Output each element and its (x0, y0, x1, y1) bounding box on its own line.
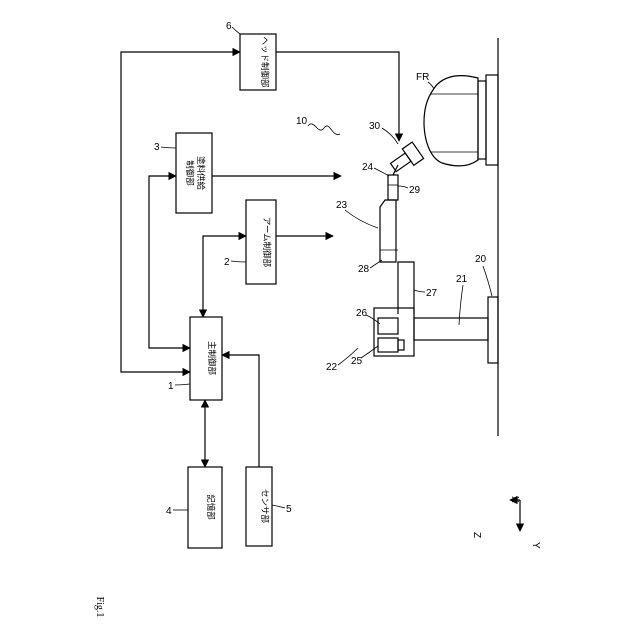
paint-supply-control-block: 塗料供給 制御部 3 (154, 133, 212, 213)
paint-supply-ref: 3 (154, 142, 160, 153)
axis-z-label: Z (471, 532, 482, 538)
robot-ref: 22 (326, 362, 338, 373)
head-link (388, 175, 398, 200)
storage-label: 記憶部 (205, 494, 216, 520)
main-control-leader (175, 384, 190, 385)
arm-control-label: アーム制御部 (261, 217, 272, 268)
axes-indicator: Y X Z (471, 496, 541, 549)
arm-control-block: アーム制御部 2 (224, 200, 276, 284)
vehicle-ref: FR (416, 72, 429, 83)
head-control-label: ヘッド制御部 (259, 36, 270, 88)
arm-27-leader (414, 290, 425, 292)
paint-supply-leader (161, 147, 176, 148)
storage-block: 記憶部 4 (166, 467, 222, 548)
main-control-ref: 1 (168, 381, 174, 392)
sensor-label: センサ部 (259, 489, 270, 524)
base-leader (483, 266, 492, 296)
figure-label: Fig.1 (94, 597, 105, 618)
axis-y-label: Y (530, 542, 541, 549)
arm-control-ref: 2 (224, 257, 230, 268)
main-to-arm-control-line (203, 236, 246, 317)
system-ref: 10 (296, 116, 308, 127)
arm-control-leader (231, 261, 246, 262)
arm-27 (398, 262, 414, 314)
pillar-leader (459, 285, 463, 325)
system-leader (308, 124, 340, 135)
pillar (414, 318, 488, 340)
sensor-leader (272, 505, 285, 508)
joint-29-ref: 29 (409, 185, 421, 196)
arm-leader (345, 210, 378, 228)
arm-27-ref: 27 (426, 288, 438, 299)
joint-26-block (378, 318, 398, 334)
head (388, 142, 424, 176)
paint-supply-label-1: 塗料供給 (195, 156, 206, 191)
main-control-label: 主制御部 (206, 341, 217, 376)
head-link-ref: 24 (362, 162, 374, 173)
head-control-block: ヘッド制御部 6 (226, 21, 276, 90)
sensor-ref: 5 (286, 504, 292, 515)
axis-x-label: X (509, 496, 520, 503)
pillar-ref: 21 (456, 274, 468, 285)
head-ref: 30 (369, 121, 381, 132)
arm-ref: 23 (336, 200, 348, 211)
joint-29-leader (398, 186, 408, 188)
vehicle-leader (428, 82, 434, 89)
arm-28 (380, 200, 396, 262)
head-control-leader (232, 27, 240, 34)
main-control-block: 主制御部 1 (168, 317, 222, 400)
base-ref: 20 (475, 254, 487, 265)
storage-ref: 4 (166, 506, 172, 517)
head-control-ref: 6 (226, 21, 232, 32)
arm-28-leader (370, 260, 382, 268)
vehicle-body: FR (416, 72, 498, 166)
joint-26-ref: 26 (356, 308, 368, 319)
sensor-block: センサ部 5 (246, 467, 292, 546)
sensor-to-main-line (222, 355, 259, 467)
robot-illustration: FR 20 21 25 26 22 27 28 23 (296, 38, 498, 436)
robot-base (374, 308, 414, 356)
head-leader (382, 128, 398, 144)
head-control-to-head-line (276, 52, 399, 141)
arm-28-ref: 28 (358, 264, 370, 275)
paint-supply-label-2: 制御部 (184, 160, 195, 186)
base (488, 297, 498, 363)
head-link-leader (374, 168, 389, 176)
joint-25-block (378, 338, 398, 352)
